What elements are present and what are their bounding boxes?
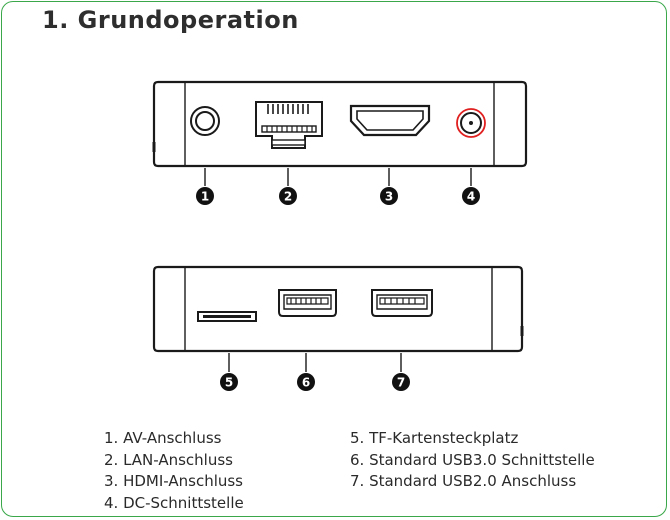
svg-text:4: 4 xyxy=(467,190,475,204)
marker-5: 5 xyxy=(220,373,238,391)
side-panel xyxy=(152,265,524,353)
svg-text:1: 1 xyxy=(201,190,209,204)
tf-card-slot xyxy=(197,311,257,322)
legend-item-hdmi: 3. HDMI-Anschluss xyxy=(104,472,243,490)
legend-item-av: 1. AV-Anschluss xyxy=(104,429,222,447)
dc-port xyxy=(456,108,486,138)
svg-text:3: 3 xyxy=(385,190,393,204)
usb3-port xyxy=(278,289,337,317)
svg-text:6: 6 xyxy=(302,376,310,390)
marker-4: 4 xyxy=(462,187,480,205)
marker-1: 1 xyxy=(196,187,214,205)
hdmi-port xyxy=(349,104,431,137)
legend-item-usb2: 7. Standard USB2.0 Anschluss xyxy=(350,472,577,490)
port-diagram: 1 2 3 4 xyxy=(152,80,528,391)
marker-3: 3 xyxy=(380,187,398,205)
lan-port xyxy=(255,101,323,149)
marker-2: 2 xyxy=(279,187,297,205)
av-port xyxy=(190,106,220,136)
svg-text:7: 7 xyxy=(397,376,405,390)
marker-6: 6 xyxy=(297,373,315,391)
svg-text:5: 5 xyxy=(225,376,233,390)
legend-item-dc: 4. DC-Schnittstelle xyxy=(104,493,244,512)
legend-item-usb3: 6. Standard USB3.0 Schnittstelle xyxy=(350,450,595,469)
svg-text:2: 2 xyxy=(284,190,292,204)
back-panel xyxy=(152,80,528,168)
legend-item-tf: 5. TF-Kartensteckplatz xyxy=(350,429,519,447)
legend-item-lan: 2. LAN-Anschluss xyxy=(104,450,233,469)
section-title: 1. Grundoperation xyxy=(42,6,299,34)
marker-7: 7 xyxy=(392,373,410,391)
legend-right: 5. TF-Kartensteckplatz 6. Standard USB3.… xyxy=(350,428,595,493)
usb2-port xyxy=(371,289,433,317)
legend-left: 1. AV-Anschluss 2. LAN-Anschluss 3. HDMI… xyxy=(104,428,244,514)
